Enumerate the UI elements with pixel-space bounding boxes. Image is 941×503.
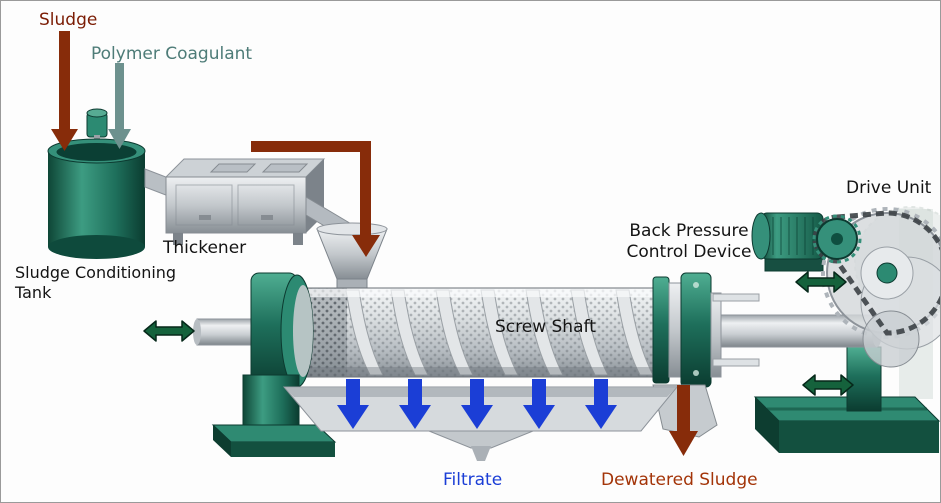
thickener-panel	[237, 184, 295, 226]
sludge-conditioning-tank	[47, 108, 172, 259]
sludge-transfer-arrow	[251, 141, 380, 257]
pressure-rod	[712, 293, 760, 302]
dewatered-sludge-arrow	[669, 385, 698, 456]
sprocket-hub	[831, 233, 843, 245]
thickener-leg	[173, 233, 183, 245]
pan-spout	[471, 446, 491, 461]
sprocket-teeth	[812, 214, 862, 264]
pressure-disc	[680, 272, 712, 388]
inlet-bearing-assembly	[193, 272, 314, 390]
screw-flight	[345, 289, 384, 376]
motor-ribs	[772, 217, 814, 255]
dewatered-arrowhead	[669, 431, 698, 456]
thickener-label: Thickener	[162, 238, 246, 258]
hopper-rim	[316, 222, 388, 236]
back-pressure-label-line1: Back Pressure	[629, 221, 748, 241]
bearing-ring	[293, 285, 313, 377]
thickener	[164, 158, 354, 245]
tank-body	[48, 151, 145, 247]
sludge-label: Sludge	[39, 10, 97, 30]
thickener-handle	[261, 215, 273, 220]
pressure-ring	[652, 276, 670, 384]
screw-flight	[570, 289, 609, 376]
thickener-hatch	[261, 163, 309, 173]
inlet-stand	[211, 374, 337, 457]
stand-base-front	[779, 421, 939, 453]
screw-flight	[480, 289, 519, 376]
drive-unit-label: Drive Unit	[846, 178, 932, 198]
motor-endcap	[751, 212, 771, 260]
pan-funnel	[428, 430, 534, 449]
thickener-panel	[175, 184, 233, 226]
stand-base-side	[755, 397, 779, 453]
drive-gear-small	[862, 310, 920, 368]
tank-label-line2: Tank	[14, 283, 52, 302]
back-pressure-label-line2: Control Device	[627, 242, 752, 262]
screw-flight	[390, 289, 429, 376]
inlet-stand-base-front	[231, 442, 335, 457]
back-pressure-device	[652, 272, 760, 388]
inlet-stand-base-top	[211, 424, 337, 443]
transfer-arrowhead	[352, 235, 380, 257]
thickener-front	[165, 176, 307, 234]
filtrate-label: Filtrate	[443, 470, 502, 490]
inlet-stand-column	[242, 374, 300, 430]
screen-highlight	[293, 289, 669, 297]
tank-label-line1: Sludge Conditioning	[15, 263, 176, 282]
pressure-bolt	[693, 282, 699, 288]
thickener-leg	[293, 233, 303, 245]
inlet-stand-base-side	[213, 425, 231, 457]
sludge-arrowhead	[51, 129, 78, 151]
screw-flight	[435, 289, 474, 376]
pressure-rod	[712, 358, 760, 367]
tank-agitator-cap	[86, 108, 108, 118]
polymer-arrow-shaft	[115, 63, 124, 131]
inlet-shaft	[196, 318, 256, 346]
thickener-handle	[199, 215, 211, 220]
dewatered-arrow-shaft	[677, 385, 690, 433]
screen-shadow	[293, 367, 669, 377]
screw-flight	[525, 289, 564, 376]
dewatered-sludge-label: Dewatered Sludge	[601, 470, 758, 490]
tank-opening	[56, 143, 137, 161]
sludge-inflow-arrow	[51, 31, 78, 151]
pressure-spacer	[668, 282, 682, 378]
pressure-collar	[710, 292, 722, 378]
polymer-arrowhead	[108, 129, 131, 149]
drive-unit	[751, 207, 940, 368]
polymer-inflow-arrow	[108, 63, 131, 149]
transfer-arrow-vertical	[360, 141, 371, 237]
thickener-hatch	[209, 163, 257, 173]
polymer-coagulant-label: Polymer Coagulant	[91, 44, 252, 64]
screw-shaft-label: Screw Shaft	[495, 317, 596, 337]
sludge-arrow-shaft	[59, 31, 70, 131]
pressure-bolt	[693, 370, 699, 376]
inlet-shaft-end	[193, 319, 201, 345]
transfer-arrow-horizontal	[251, 141, 371, 152]
gear-hub	[876, 262, 898, 284]
tank-bottom	[48, 235, 145, 259]
screw-press-body	[292, 287, 670, 378]
